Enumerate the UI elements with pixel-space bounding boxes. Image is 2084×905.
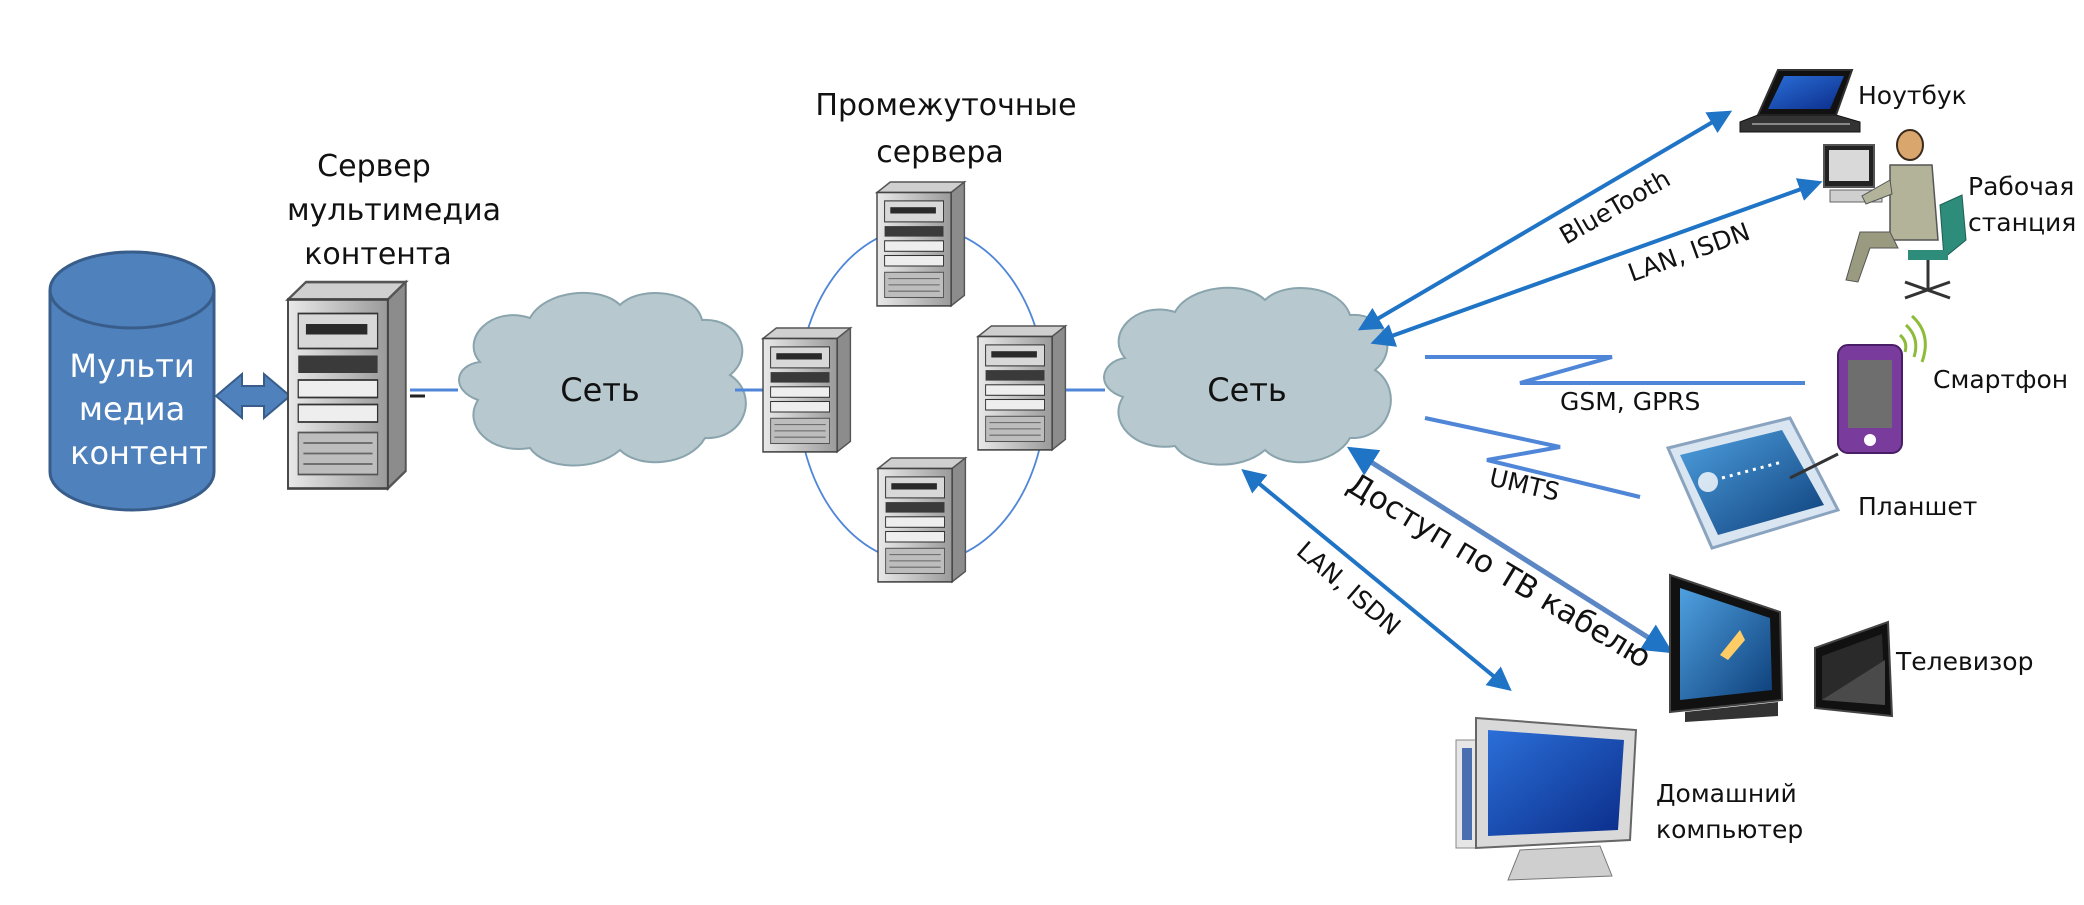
link-gsm-gprs-zigzag	[1425, 355, 1805, 385]
smartphone-icon	[1837, 314, 1927, 454]
database-label-line-2: медиа	[79, 390, 185, 428]
workstation-label-line-2: станция	[1968, 208, 2076, 237]
home-pc-label-line-1: Домашний	[1656, 779, 1797, 808]
workstation-icon	[1823, 129, 1967, 300]
main-server-icon	[286, 280, 408, 490]
home-pc-icon	[1455, 716, 1638, 881]
smartphone-label: Смартфон	[1933, 365, 2068, 394]
database-label-line-1: Мульти	[69, 347, 194, 385]
main-server-label-line-2: мультимедиа	[287, 193, 501, 228]
intermediate-servers-label-line-1: Промежуточные	[815, 88, 1076, 123]
cloud-right-label: Сеть	[1207, 371, 1287, 409]
link-tv-cable-label: Доступ по ТВ кабелю	[1341, 466, 1658, 676]
tablet-label: Планшет	[1858, 492, 1977, 521]
network-cloud-right: Сеть	[1103, 286, 1392, 466]
tv-small-icon	[1814, 620, 1894, 718]
tablet-icon	[1665, 416, 1841, 550]
database-cylinder: Мульти медиа контент	[48, 250, 216, 512]
link-umts-label: UMTS	[1487, 463, 1563, 507]
laptop-icon	[1739, 69, 1861, 133]
tv-large-icon	[1669, 573, 1784, 722]
home-pc-label-line-2: компьютер	[1656, 815, 1803, 844]
intermediate-server-right-icon	[977, 325, 1067, 451]
link-bluetooth-label: BlueTooth	[1555, 164, 1676, 250]
intermediate-server-left-icon	[762, 327, 852, 453]
main-server-label-line-3: контента	[304, 237, 452, 272]
intermediate-server-top-icon	[876, 181, 966, 307]
database-label-line-3: контент	[70, 434, 208, 472]
tv-label: Телевизор	[1895, 647, 2033, 676]
link-lan-isdn-bottom-arrow	[1241, 468, 1512, 692]
db-server-double-arrow	[214, 371, 292, 421]
link-bluetooth-arrow	[1357, 110, 1733, 331]
intermediate-servers-label-line-2: сервера	[876, 135, 1004, 170]
network-cloud-left: Сеть	[458, 292, 747, 467]
link-gsm-gprs-label: GSM, GPRS	[1560, 387, 1700, 416]
laptop-label: Ноутбук	[1858, 81, 1967, 110]
cloud-left-label: Сеть	[560, 371, 640, 409]
intermediate-server-bottom-icon	[877, 457, 967, 583]
link-lan-isdn-top-arrow	[1370, 178, 1823, 347]
main-server-label-line-1: Сервер	[317, 149, 431, 184]
workstation-label-line-1: Рабочая	[1968, 172, 2074, 201]
